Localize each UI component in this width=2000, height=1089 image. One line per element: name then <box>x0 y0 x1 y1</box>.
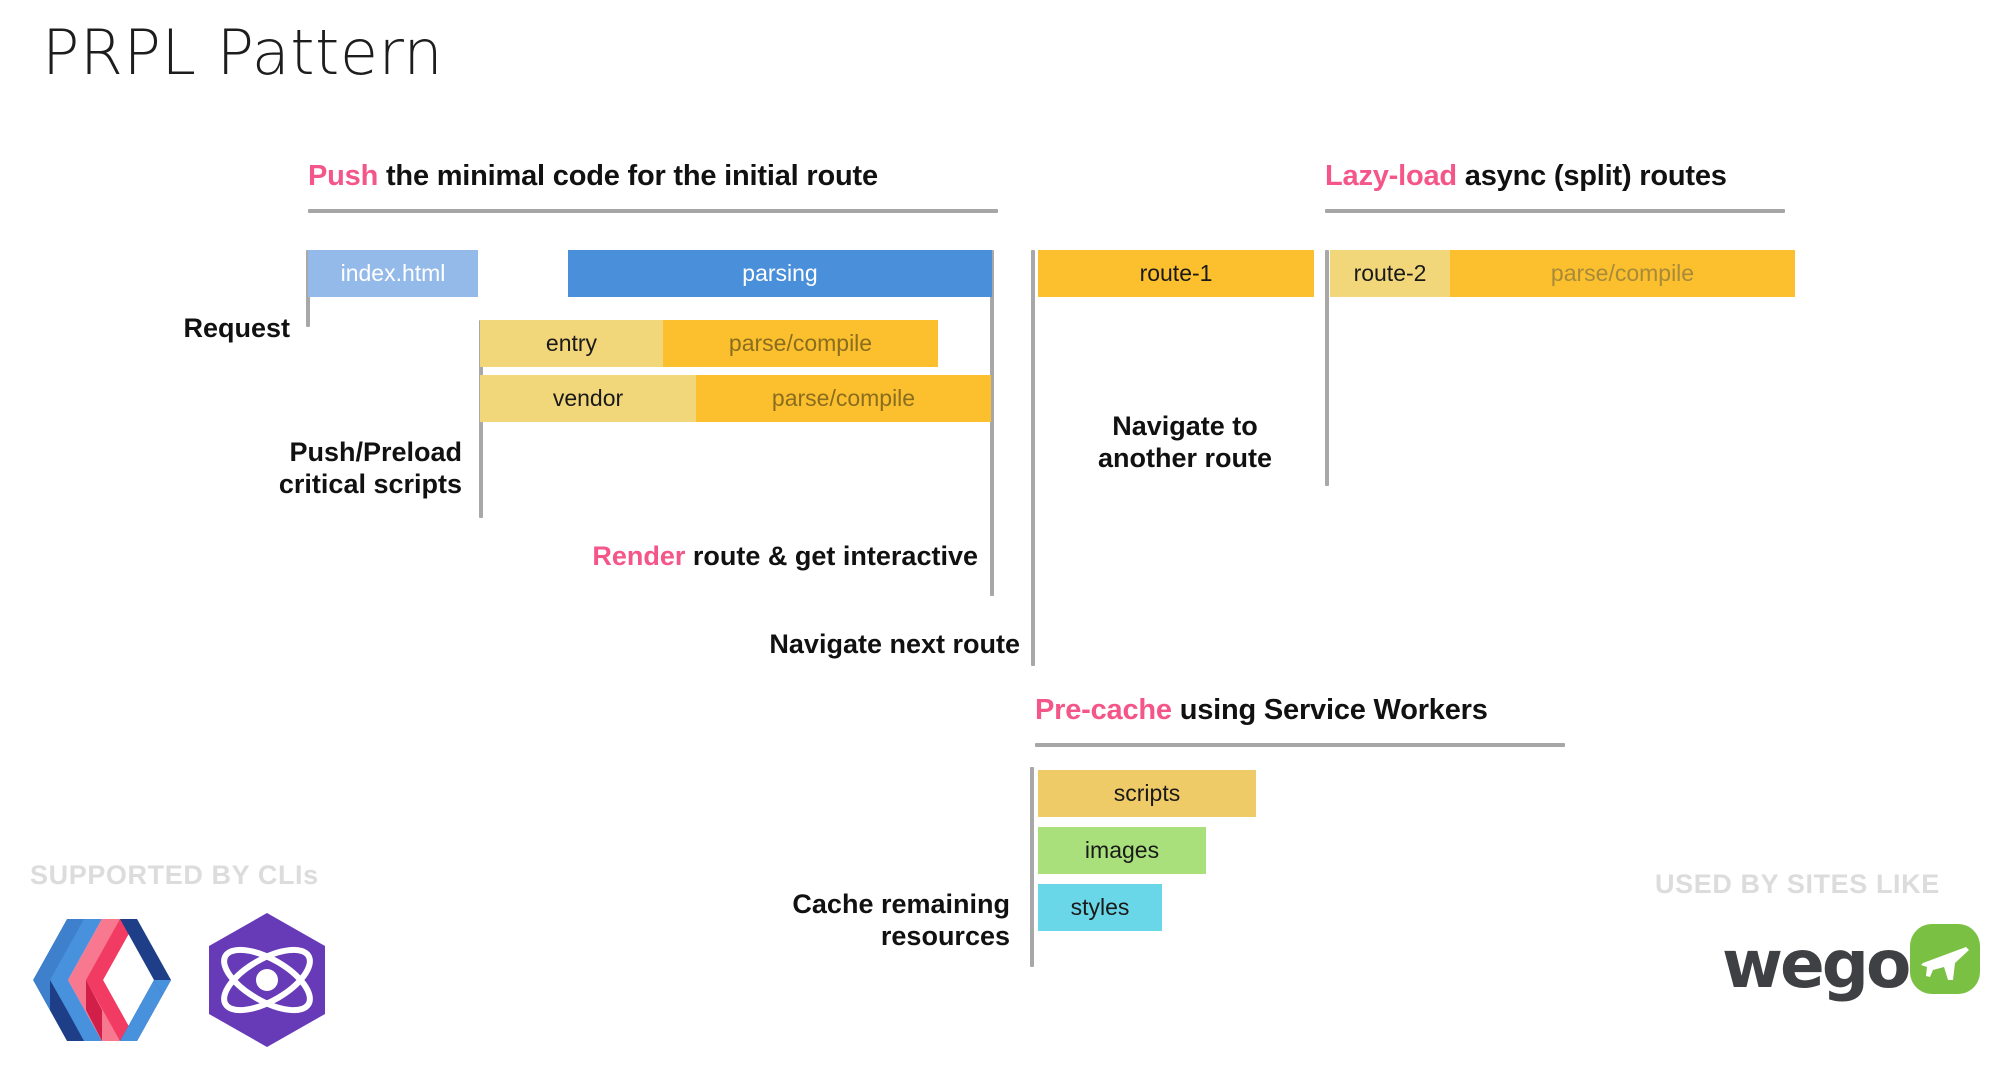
bar-entry-label: entry <box>545 330 598 356</box>
bar-parsing-label: parsing <box>742 260 818 286</box>
label-push-preload-line2: critical scripts <box>278 468 462 499</box>
footer-caption-supported-by: SUPPORTED BY CLIs <box>30 860 319 890</box>
bar-route-1: route-1 <box>1038 250 1314 297</box>
wego-wordmark: wego <box>1722 926 1911 1003</box>
bar-images: images <box>1038 827 1206 874</box>
bar-index-html-label: index.html <box>340 260 446 286</box>
bar-route-2-parse-compile-label: parse/compile <box>1550 260 1695 286</box>
label-navigate-next-route: Navigate next route <box>769 629 1020 659</box>
label-cache-remaining-line2: resources <box>880 920 1010 951</box>
bar-route-2: route-2 <box>1330 250 1450 297</box>
bar-vendor-parse-compile-label: parse/compile <box>771 385 916 411</box>
section-heading-push: Push the minimal code for the initial ro… <box>308 160 878 193</box>
bar-route-2-label: route-2 <box>1353 260 1427 286</box>
guide-line-render <box>990 250 994 596</box>
label-render-keyword: Render <box>592 541 686 571</box>
footer-caption-used-by: USED BY SITES LIKE <box>1655 869 1940 899</box>
label-cache-remaining-line1: Cache remaining <box>792 889 1010 919</box>
section-heading-lazy: Lazy-load async (split) routes <box>1325 160 1727 193</box>
bar-scripts: scripts <box>1038 770 1256 817</box>
section-heading-lazy-rest: async (split) routes <box>1456 160 1727 192</box>
section-heading-lazy-keyword: Lazy-load <box>1325 160 1457 192</box>
wego-plane-icon <box>1908 922 1982 1001</box>
guide-line-precache <box>1030 767 1034 967</box>
section-heading-push-rest: the minimal code for the initial route <box>378 160 878 192</box>
bar-scripts-label: scripts <box>1113 780 1181 806</box>
bar-entry-parse-compile: parse/compile <box>663 320 938 367</box>
bar-images-label: images <box>1084 837 1160 863</box>
label-push-preload-line1: Push/Preload <box>289 437 462 467</box>
label-render-rest: route & get interactive <box>685 541 978 571</box>
section-rule-precache <box>1035 743 1565 747</box>
bar-vendor-label: vendor <box>552 385 624 411</box>
bar-parsing: parsing <box>568 250 992 297</box>
bar-vendor: vendor <box>480 375 696 422</box>
bar-entry: entry <box>480 320 663 367</box>
section-heading-precache-keyword: Pre-cache <box>1035 694 1172 726</box>
page-title: PRPL Pattern <box>42 16 444 89</box>
bar-styles-label: styles <box>1070 894 1130 920</box>
section-heading-precache: Pre-cache using Service Workers <box>1035 694 1488 727</box>
section-heading-precache-rest: using Service Workers <box>1171 694 1488 726</box>
polymer-logo-icon <box>32 915 172 1050</box>
bar-route-1-label: route-1 <box>1139 260 1213 286</box>
preact-logo-icon <box>197 910 337 1055</box>
guide-line-navigate-next <box>1031 250 1035 666</box>
bar-index-html: index.html <box>308 250 478 297</box>
section-rule-lazy <box>1325 209 1785 213</box>
label-request: Request <box>183 313 290 343</box>
section-rule-push <box>308 209 998 213</box>
guide-line-route2 <box>1325 250 1329 486</box>
label-navigate-another-route-line2: another route <box>1097 442 1272 473</box>
bar-styles: styles <box>1038 884 1162 931</box>
label-navigate-another-route-line1: Navigate to <box>1112 411 1258 441</box>
bar-vendor-parse-compile: parse/compile <box>696 375 991 422</box>
label-render: Render route & get interactive <box>400 541 978 573</box>
section-heading-push-keyword: Push <box>308 160 379 192</box>
bar-entry-parse-compile-label: parse/compile <box>728 330 873 356</box>
bar-route-2-parse-compile: parse/compile <box>1450 250 1795 297</box>
